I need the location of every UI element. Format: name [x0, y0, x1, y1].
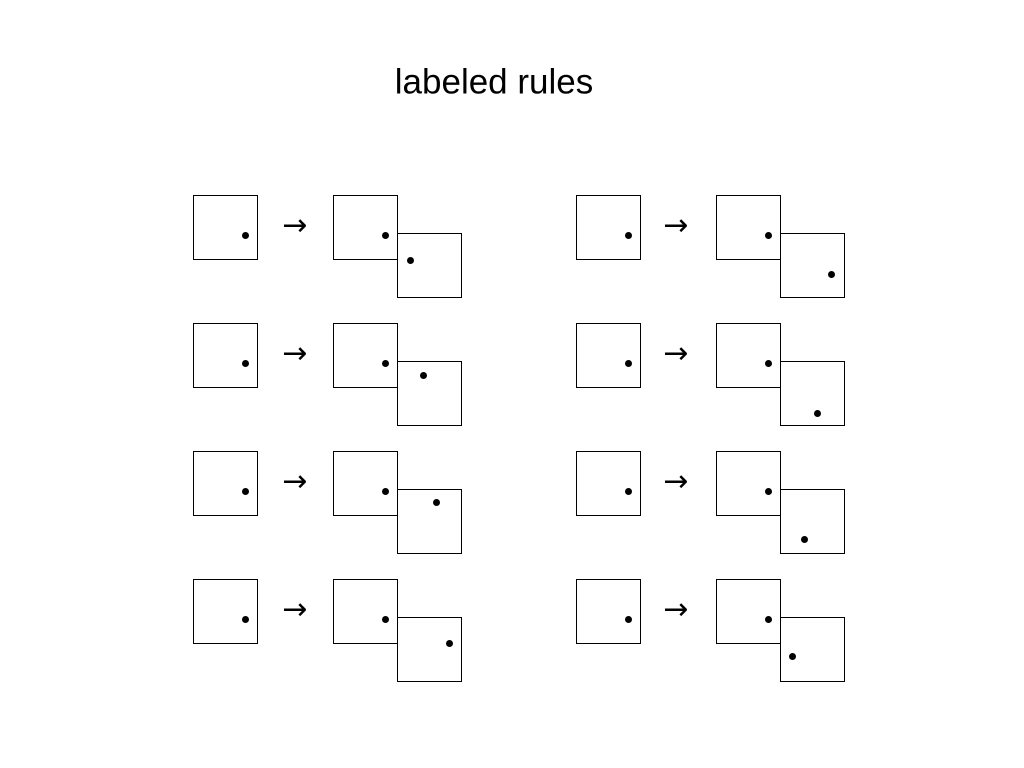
- lhs-cell-row4-right: [576, 579, 641, 644]
- rhs-child-cell-row2-right: [780, 361, 845, 426]
- rhs-child-cell-dot-row1-right: [827, 270, 835, 278]
- rhs-parent-cell-row2-left: [333, 323, 398, 388]
- rhs-parent-cell-row3-right: [716, 451, 781, 516]
- rhs-parent-cell-dot-row4-left: [381, 615, 389, 623]
- lhs-cell-row3-right: [576, 451, 641, 516]
- rhs-child-cell-dot-row3-right: [800, 535, 808, 543]
- rhs-child-cell-dot-row4-right: [788, 652, 796, 660]
- rhs-child-cell-row1-left: [397, 233, 462, 298]
- rhs-parent-cell-dot-row4-right: [764, 615, 772, 623]
- rhs-child-cell-row2-left: [397, 361, 462, 426]
- rhs-child-cell-row3-left: [397, 489, 462, 554]
- rewrite-arrow-icon-row1-right: →: [663, 208, 689, 243]
- lhs-cell-dot-row2-left: [241, 359, 249, 367]
- rhs-child-cell-dot-row2-left: [419, 371, 427, 379]
- rhs-child-cell-row4-left: [397, 617, 462, 682]
- rewrite-arrow-icon-row2-left: →: [282, 336, 308, 371]
- rhs-child-cell-dot-row1-left: [406, 256, 414, 264]
- rhs-parent-cell-dot-row1-right: [764, 231, 772, 239]
- lhs-cell-dot-row2-right: [624, 359, 632, 367]
- rhs-parent-cell-dot-row3-left: [381, 487, 389, 495]
- lhs-cell-row3-left: [193, 451, 258, 516]
- lhs-cell-dot-row4-left: [241, 615, 249, 623]
- rhs-child-cell-dot-row4-left: [445, 639, 453, 647]
- lhs-cell-row2-left: [193, 323, 258, 388]
- figure-title: labeled rules: [394, 62, 594, 102]
- rhs-parent-cell-dot-row1-left: [381, 231, 389, 239]
- rhs-parent-cell-row4-left: [333, 579, 398, 644]
- rhs-parent-cell-row2-right: [716, 323, 781, 388]
- rewrite-arrow-icon-row3-right: →: [663, 464, 689, 499]
- lhs-cell-row4-left: [193, 579, 258, 644]
- rhs-child-cell-dot-row2-right: [813, 409, 821, 417]
- lhs-cell-dot-row3-left: [241, 487, 249, 495]
- lhs-cell-row2-right: [576, 323, 641, 388]
- lhs-cell-dot-row3-right: [624, 487, 632, 495]
- rhs-parent-cell-row1-right: [716, 195, 781, 260]
- rhs-parent-cell-dot-row2-left: [381, 359, 389, 367]
- rewrite-arrow-icon-row4-right: →: [663, 592, 689, 627]
- lhs-cell-row1-right: [576, 195, 641, 260]
- rewrite-arrow-icon-row3-left: →: [282, 464, 308, 499]
- rhs-child-cell-row1-right: [780, 233, 845, 298]
- lhs-cell-dot-row4-right: [624, 615, 632, 623]
- rhs-parent-cell-row4-right: [716, 579, 781, 644]
- rhs-parent-cell-dot-row3-right: [764, 487, 772, 495]
- rhs-child-cell-row4-right: [780, 617, 845, 682]
- rhs-parent-cell-row1-left: [333, 195, 398, 260]
- rhs-parent-cell-row3-left: [333, 451, 398, 516]
- rewrite-arrow-icon-row2-right: →: [663, 336, 689, 371]
- rewrite-arrow-icon-row1-left: →: [282, 208, 308, 243]
- lhs-cell-dot-row1-left: [241, 231, 249, 239]
- rhs-child-cell-dot-row3-left: [432, 498, 440, 506]
- rhs-parent-cell-dot-row2-right: [764, 359, 772, 367]
- rewrite-arrow-icon-row4-left: →: [282, 592, 308, 627]
- lhs-cell-dot-row1-right: [624, 231, 632, 239]
- rhs-child-cell-row3-right: [780, 489, 845, 554]
- lhs-cell-row1-left: [193, 195, 258, 260]
